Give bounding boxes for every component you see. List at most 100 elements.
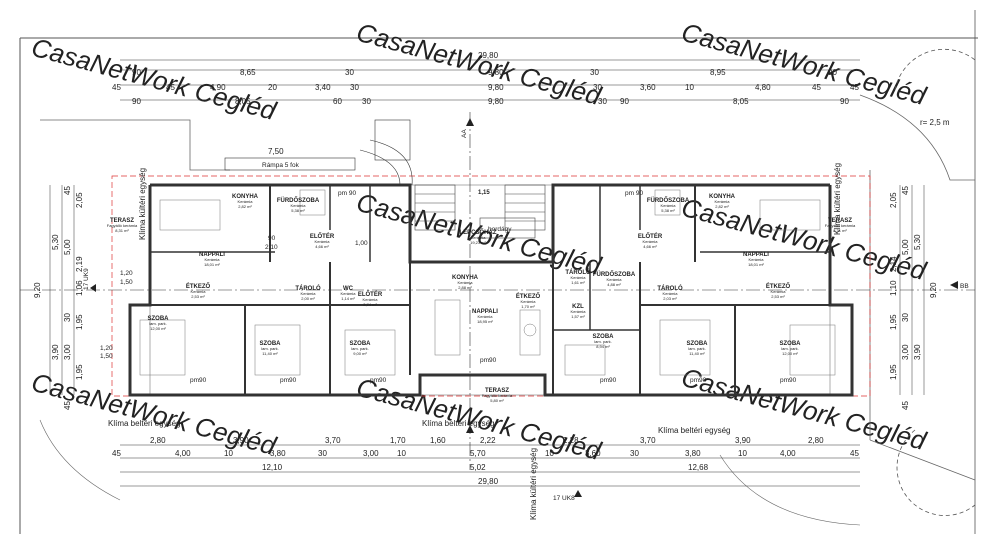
room-name: ÉTKEZŐ <box>766 282 791 290</box>
room-name: SZOBA <box>593 334 615 340</box>
room-material: lam. park. <box>688 346 706 351</box>
svg-text:30: 30 <box>630 449 639 458</box>
local-dim: 1,00 <box>355 240 368 247</box>
room-name: KONYHA <box>452 275 479 281</box>
room-material: Kerámia <box>471 235 487 240</box>
section-bb-label: BB <box>960 283 969 290</box>
svg-text:30: 30 <box>350 83 359 92</box>
door-mark: pm 90 <box>625 190 643 197</box>
room-material: Kerámia <box>191 289 207 294</box>
bottom-dimension-row2: 45 4,00 10 3,80 30 3,00 10 5,70 10 3,60 … <box>112 449 859 458</box>
svg-text:3,80: 3,80 <box>685 449 701 458</box>
bottom-dimension-row3: 12,10 5,02 12,68 <box>262 463 709 472</box>
turning-radius-label: r= 2,5 m <box>920 118 950 127</box>
room-material: Kerámia <box>643 239 659 244</box>
svg-text:3,70: 3,70 <box>640 436 656 445</box>
svg-text:1,95: 1,95 <box>889 314 898 330</box>
door-mark: pm90 <box>370 377 387 384</box>
svg-text:4,00: 4,00 <box>780 449 796 458</box>
svg-text:4,90: 4,90 <box>210 83 226 92</box>
room-name: SZOBA <box>350 341 372 347</box>
svg-text:30: 30 <box>345 68 354 77</box>
svg-text:45: 45 <box>63 186 72 195</box>
svg-text:3,90: 3,90 <box>51 344 60 360</box>
svg-text:45: 45 <box>112 83 121 92</box>
svg-text:2,28: 2,28 <box>563 436 579 445</box>
svg-text:45: 45 <box>901 401 910 410</box>
svg-text:3,60: 3,60 <box>640 83 656 92</box>
svg-text:45: 45 <box>901 186 910 195</box>
svg-text:8,65: 8,65 <box>240 68 256 77</box>
room-name: FÜRDŐSZOBA <box>277 197 320 204</box>
room-area: 11,40 m² <box>262 351 278 356</box>
room-material: Kerámia <box>715 199 731 204</box>
svg-text:4,00: 4,00 <box>175 449 191 458</box>
svg-text:9,80: 9,80 <box>488 83 504 92</box>
furniture <box>139 189 836 376</box>
room-name: NAPPALI <box>743 252 769 258</box>
room-area: 5,38 m² <box>291 208 305 213</box>
room-name: ELŐTÉR <box>638 232 663 240</box>
room-area: 1,70 m² <box>521 304 535 309</box>
room-material: lam. park. <box>351 346 369 351</box>
local-dim: 1,50 <box>120 279 133 286</box>
room-name: ÉTKEZŐ <box>516 292 541 300</box>
svg-text:9,20: 9,20 <box>33 282 42 298</box>
svg-text:45: 45 <box>112 449 121 458</box>
svg-text:5,00: 5,00 <box>901 239 910 255</box>
room-area: 1,14 m² <box>341 296 355 301</box>
room-material: Kerámia <box>663 291 679 296</box>
room-area: 4,66 m² <box>643 244 657 249</box>
room-material: Kerámia <box>521 299 537 304</box>
room-material: Fagyálló kerámia <box>825 223 856 228</box>
room-area: 1,61 m² <box>571 280 585 285</box>
local-dim: 1,20 <box>100 345 113 352</box>
staircase <box>414 184 546 239</box>
svg-text:3,70: 3,70 <box>325 436 341 445</box>
left-dimension-column: 45 2,05 5,30 5,00 2,19 1,06 1,95 30 3,90… <box>33 185 84 410</box>
room-material: Kerámia <box>749 257 765 262</box>
svg-text:8,05: 8,05 <box>733 97 749 106</box>
svg-text:10: 10 <box>224 449 233 458</box>
svg-text:4,80: 4,80 <box>755 83 771 92</box>
room-area: 12,00 m² <box>150 326 166 331</box>
svg-text:2,80: 2,80 <box>150 436 166 445</box>
stretcher-label: hordágy <box>488 226 512 233</box>
svg-text:2,05: 2,05 <box>75 192 84 208</box>
access-ramp: 7,50 Rámpa 5 fok <box>224 119 413 186</box>
svg-text:5,30: 5,30 <box>51 234 60 250</box>
svg-text:90: 90 <box>840 97 849 106</box>
svg-text:10: 10 <box>685 83 694 92</box>
room-material: Kerámia <box>607 277 623 282</box>
room-name: KONYHA <box>709 194 736 200</box>
stair-width-dim: 1,15 <box>478 190 490 196</box>
room-name: LÉPCSŐHÁZ <box>459 228 496 236</box>
door-mark: pm90 <box>190 377 207 384</box>
svg-text:3,90: 3,90 <box>233 436 249 445</box>
door-mark: pm90 <box>690 377 707 384</box>
room-name: SZOBA <box>148 316 170 322</box>
room-area: 18,95 m² <box>477 319 493 324</box>
svg-text:3,60: 3,60 <box>585 449 601 458</box>
svg-text:3,00: 3,00 <box>363 449 379 458</box>
room-name: SZOBA <box>780 341 802 347</box>
svg-text:30: 30 <box>362 97 371 106</box>
room-area: 9,00 m² <box>353 351 367 356</box>
room-area: 11,40 m² <box>689 351 705 356</box>
klima-outdoor-label: Klíma kültéri egység <box>529 448 538 520</box>
room-material: Fagyálló kerámia <box>482 393 513 398</box>
right-dimension-column: 45 2,05 5,30 5,00 2,14 1,10 9,20 1,95 30… <box>889 185 938 410</box>
room-material: Kerámia <box>458 280 474 285</box>
room-material: Kerámia <box>478 314 494 319</box>
room-material: lam. park. <box>149 321 167 326</box>
svg-text:2,22: 2,22 <box>480 436 496 445</box>
room-area: 8,94 m² <box>596 344 610 349</box>
svg-text:30: 30 <box>598 97 607 106</box>
room-name: TÁROLÓ <box>657 284 683 292</box>
local-dim: 2,10 <box>265 244 278 251</box>
svg-text:5,70: 5,70 <box>470 449 486 458</box>
room-name: ÉTKEZŐ <box>186 282 211 290</box>
room-name: SZOBA <box>687 341 709 347</box>
klima-indoor-label: Klíma beltéri egység <box>422 419 494 428</box>
klima-indoor-label: Klíma beltéri egység <box>108 419 180 428</box>
